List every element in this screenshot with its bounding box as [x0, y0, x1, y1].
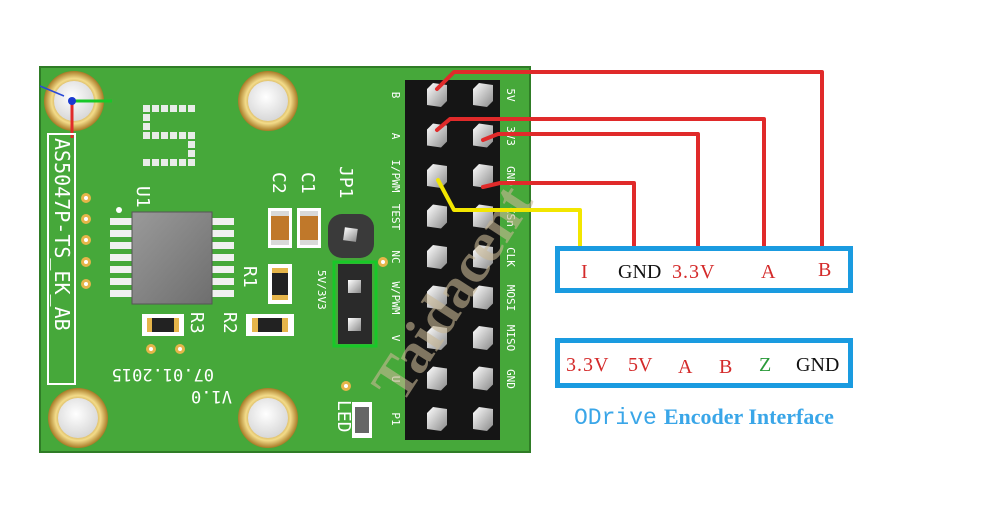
pin-label-right: CSn — [504, 207, 517, 227]
pin-label-left: P1 — [389, 412, 402, 425]
u1-chip — [110, 207, 234, 305]
header-pin — [427, 245, 447, 269]
c2-capacitor — [268, 208, 292, 248]
header-pin — [427, 123, 447, 148]
r1-resistor — [268, 264, 292, 304]
wire-b — [435, 70, 824, 252]
via — [146, 344, 156, 354]
origin-marker-icon — [39, 85, 112, 138]
via — [175, 344, 185, 354]
header-pin — [473, 164, 493, 188]
pin-label-left: U — [389, 376, 402, 383]
pin-label-right: 5V — [504, 88, 517, 102]
wire-gnd — [481, 181, 636, 252]
pin-label-right: CLK — [504, 247, 517, 267]
header-pin — [473, 245, 493, 269]
pcb-edge — [39, 66, 531, 453]
r3-label: R3 — [186, 312, 207, 334]
header-pin — [473, 326, 493, 350]
c2-label: C2 — [268, 172, 289, 194]
led — [352, 402, 372, 438]
pin-label-left: B — [389, 92, 402, 99]
pin-label-left: W/PWM — [389, 281, 402, 314]
odrive-label-z: Z — [759, 354, 772, 376]
pin-label-right: MISO — [504, 325, 517, 352]
header-pin — [473, 366, 493, 391]
part-number-label: AS5047P-TS_EK_AB — [50, 138, 74, 331]
date-label: 07.01.2015 — [112, 364, 214, 384]
header-pin — [473, 285, 493, 310]
led-label: LED — [333, 400, 354, 433]
header-pin — [427, 204, 447, 229]
part-number-outline — [47, 133, 76, 385]
version-label: V1.0 — [191, 386, 232, 406]
pin-label-left: TEST — [389, 204, 402, 231]
caption-encoder-interface: Encoder Interface — [663, 404, 834, 429]
mounting-hole — [238, 71, 298, 131]
header-pin — [427, 407, 447, 431]
wires — [435, 70, 824, 252]
sensor-connector-box: I GND 3.3V A B — [555, 246, 853, 293]
r1-label: R1 — [239, 266, 260, 288]
sensor-label-3v3: 3.3V — [672, 261, 716, 283]
via — [378, 257, 388, 267]
jumper-label: 5V/3V3 — [315, 270, 328, 310]
pin-label-left: I/PWM — [389, 159, 402, 192]
caption: ODrive Encoder Interface — [574, 404, 834, 431]
wire-3v3 — [481, 132, 700, 252]
mounting-hole — [48, 388, 108, 448]
mounting-hole — [238, 388, 298, 448]
odrive-connector-box: 3.3V 5V A B Z GND — [555, 338, 853, 388]
odrive-label-a: A — [678, 356, 693, 378]
sensor-label-gnd: GND — [618, 261, 662, 283]
wire-i — [436, 178, 582, 252]
header-pin — [473, 83, 493, 107]
sensor-label-a: A — [761, 261, 776, 283]
caption-odrive: ODrive — [574, 405, 657, 431]
c1-capacitor — [297, 208, 321, 248]
header-pin — [427, 366, 447, 391]
pin-label-right: MOSI — [504, 285, 517, 312]
pin-label-right: GND — [504, 369, 517, 389]
sensor-label-i: I — [581, 261, 588, 283]
edge-pads — [81, 193, 91, 289]
via — [341, 381, 351, 391]
sensor-label-b: B — [818, 259, 832, 281]
u1-label: U1 — [132, 186, 153, 208]
header-pin — [427, 285, 447, 310]
c1-label: C1 — [297, 172, 318, 194]
odrive-label-5v: 5V — [628, 354, 653, 376]
r2-resistor — [246, 314, 294, 336]
odrive-label-gnd: GND — [796, 354, 840, 376]
header-pin — [427, 83, 447, 107]
pin-label-left: NC — [389, 250, 402, 263]
wire-a — [435, 117, 766, 252]
header-pin — [473, 123, 493, 148]
odrive-label-3v3: 3.3V — [566, 354, 610, 376]
pin-label-left: V — [389, 335, 402, 342]
r2-label: R2 — [219, 312, 240, 334]
r3-resistor — [142, 314, 184, 336]
header-pin — [473, 407, 493, 431]
pin-label-left: A — [389, 133, 402, 140]
jp1-label: JP1 — [335, 166, 356, 199]
pin-label-right: GND — [504, 166, 517, 186]
header-pin — [427, 164, 447, 188]
odrive-label-b: B — [719, 356, 733, 378]
jp1-jumper — [328, 214, 378, 348]
silkscreen-logo — [143, 105, 195, 166]
header-pin — [427, 326, 447, 350]
